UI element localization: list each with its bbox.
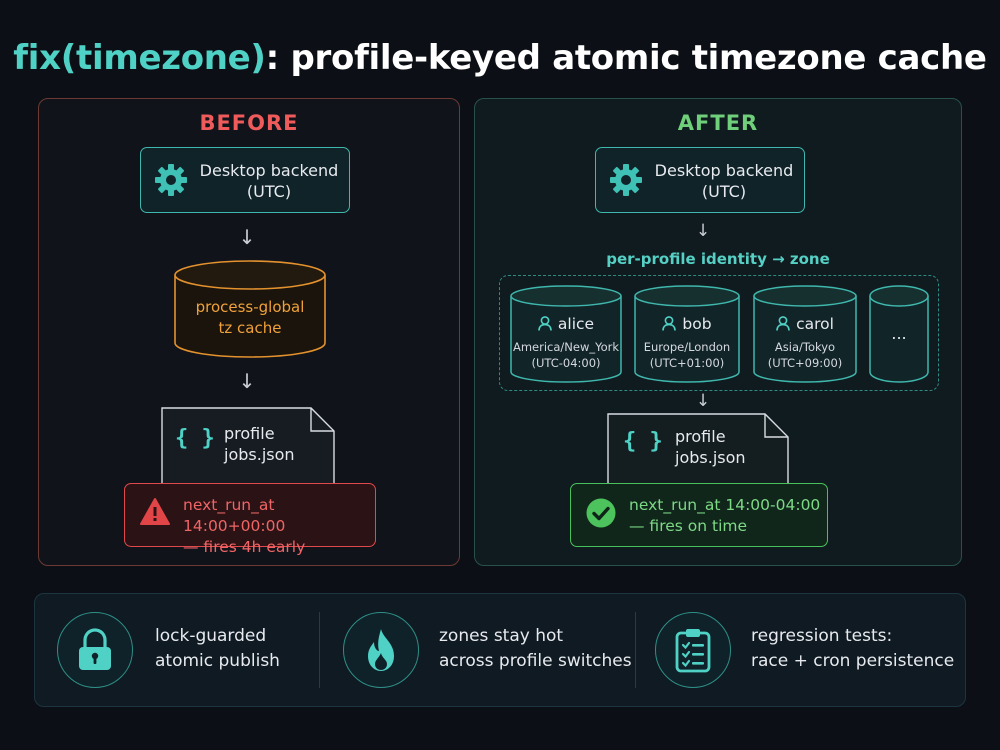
cache-line2: tz cache	[218, 319, 282, 337]
flame-icon	[368, 629, 394, 671]
benefits-footer: lock-guarded atomic publish zones stay h…	[34, 593, 966, 707]
benefit-lock-line2: atomic publish	[155, 651, 280, 671]
check-circle-icon	[586, 498, 616, 528]
page-title: fix(timezone): profile-keyed atomic time…	[0, 38, 1000, 78]
before-status-line1: next_run_at 14:00+00:00	[183, 496, 286, 535]
profile-name: carol	[796, 315, 834, 333]
before-heading: BEFORE	[199, 111, 299, 135]
before-doc-line1: profile	[224, 424, 275, 443]
benefit-flame-line2: across profile switches	[439, 651, 632, 671]
arrow-down-icon: ↓	[238, 369, 256, 393]
arrow-down-icon: ↓	[695, 221, 711, 241]
user-icon	[776, 316, 790, 331]
after-jobs-document: { } profile jobs.json	[607, 413, 789, 489]
before-panel: BEFORE Desktop backend (UTC) ↓	[38, 98, 460, 566]
profile-name: alice	[557, 315, 595, 333]
after-heading: AFTER	[677, 111, 759, 135]
benefit-lock-line1: lock-guarded	[155, 626, 267, 646]
warning-icon	[140, 498, 170, 525]
checklist-icon-circle	[655, 612, 731, 688]
after-doc-line2: jobs.json	[675, 448, 746, 467]
profile-cache-more: ...	[868, 284, 930, 384]
user-icon	[662, 316, 677, 331]
benefit-flame: zones stay hot across profile switches	[343, 594, 643, 706]
after-backend-box: Desktop backend (UTC)	[595, 147, 805, 213]
arrow-down-icon: ↓	[695, 391, 711, 411]
mapping-label: per-profile identity → zone	[606, 250, 830, 268]
before-backend-line1: Desktop backend	[199, 161, 339, 180]
before-backend-box: Desktop backend (UTC)	[140, 147, 350, 213]
before-status-box: next_run_at 14:00+00:00 — fires 4h early	[124, 483, 376, 556]
profile-cache-carol: carol Asia/Tokyo (UTC+09:00)	[752, 284, 858, 384]
after-backend-line2: (UTC)	[701, 182, 747, 201]
json-braces-icon: { }	[623, 429, 663, 454]
lock-icon	[79, 628, 111, 670]
global-cache-cylinder: process-global tz cache	[173, 259, 327, 361]
footer-divider	[635, 612, 636, 688]
before-backend-line2: (UTC)	[246, 182, 292, 201]
after-status-line2: — fires on time	[629, 517, 748, 535]
footer-divider	[319, 612, 320, 688]
document-icon	[161, 407, 335, 487]
after-panel: AFTER Desktop backend (UTC) ↓ per-profil…	[474, 98, 962, 566]
title-prefix: fix(timezone)	[13, 38, 266, 78]
profile-zone: Europe/London	[643, 340, 731, 354]
before-jobs-document: { } profile jobs.json	[161, 407, 335, 487]
after-doc-line1: profile	[675, 427, 726, 446]
user-icon	[538, 316, 552, 331]
cache-line1: process-global	[195, 298, 305, 316]
benefit-tests: regression tests: race + cron persistenc…	[655, 594, 955, 706]
benefit-tests-line1: regression tests:	[751, 626, 893, 646]
after-backend-line1: Desktop backend	[654, 161, 794, 180]
json-braces-icon: { }	[175, 426, 215, 451]
before-doc-line2: jobs.json	[224, 445, 295, 464]
benefit-tests-line2: race + cron persistence	[751, 651, 955, 671]
after-status-line1: next_run_at 14:00-04:00	[629, 496, 821, 514]
more-profiles-ellipsis: ...	[891, 324, 907, 343]
profile-offset: (UTC+09:00)	[767, 356, 843, 370]
profile-name: bob	[682, 315, 712, 333]
profile-zone: Asia/Tokyo	[774, 340, 836, 354]
gear-icon	[155, 164, 187, 196]
arrow-down-icon: ↓	[238, 225, 256, 249]
title-rest: : profile-keyed atomic timezone cache	[265, 38, 987, 78]
after-status-box: next_run_at 14:00-04:00 — fires on time	[570, 483, 828, 547]
gear-icon	[610, 164, 642, 196]
profile-offset: (UTC+01:00)	[649, 356, 725, 370]
checklist-icon	[675, 629, 711, 673]
before-status-line2: — fires 4h early	[183, 538, 306, 556]
document-icon	[607, 413, 789, 489]
flame-icon-circle	[343, 612, 419, 688]
profile-zone-map	[499, 275, 939, 391]
profile-cache-alice: alice America/New_York (UTC-04:00)	[509, 284, 623, 384]
profile-zone: America/New_York	[512, 340, 620, 354]
profile-offset: (UTC-04:00)	[531, 356, 601, 370]
benefit-flame-line1: zones stay hot	[439, 626, 564, 646]
lock-icon-circle	[57, 612, 133, 688]
profile-cache-bob: bob Europe/London (UTC+01:00)	[633, 284, 741, 384]
benefit-lock: lock-guarded atomic publish	[57, 594, 327, 706]
